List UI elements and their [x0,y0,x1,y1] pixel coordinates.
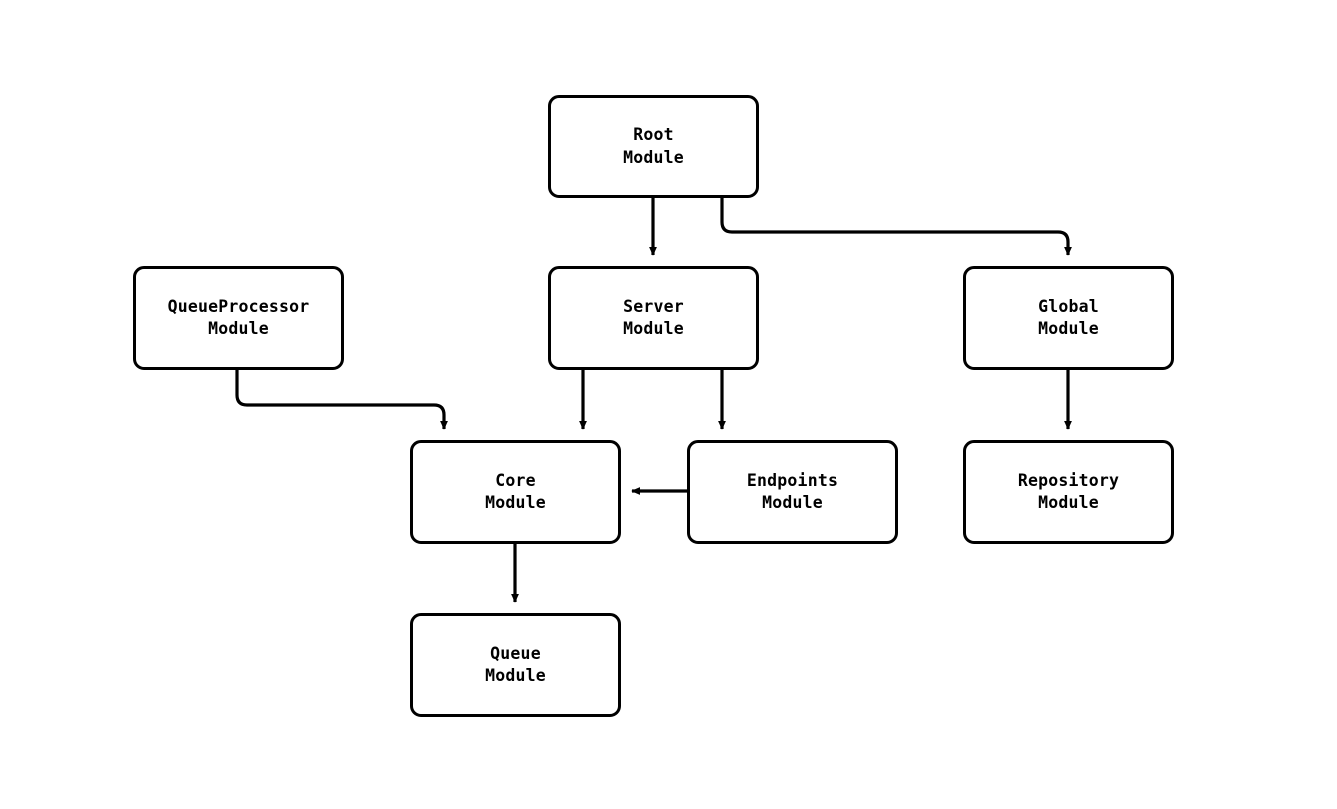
global-module-node[interactable]: Global Module [963,266,1174,370]
endpoints-module-label-line2: Module [762,493,823,512]
edge-queueprocessor-to-core [235,370,448,430]
core-module-label-line1: Core [495,470,536,490]
queue-module-label-line1: Queue [490,643,541,663]
server-module-label-line1: Server [623,296,684,316]
server-module-node[interactable]: Server Module [548,266,759,370]
endpoints-module-node[interactable]: Endpoints Module [687,440,898,544]
core-module-label-line2: Module [485,493,546,512]
root-module-label-line1: Root [633,125,674,145]
repository-module-label-line1: Repository [1017,470,1120,490]
root-module-node[interactable]: Root Module [548,95,759,198]
queue-module-node[interactable]: Queue Module [410,613,621,717]
core-module-node[interactable]: Core Module [410,440,621,544]
root-module-label-line2: Module [623,147,684,167]
repository-module-node[interactable]: Repository Module [963,440,1174,544]
global-module-label-line1: Global [1038,296,1099,316]
server-module-label-line2: Module [623,319,684,338]
queueprocessor-module-label-line1: QueueProcessor [167,296,310,316]
global-module-label-line2: Module [1038,319,1099,338]
queueprocessor-module-node[interactable]: QueueProcessor Module [133,266,344,370]
queueprocessor-module-label-line2: Module [208,319,269,338]
endpoints-module-label-line1: Endpoints [746,470,839,490]
edge-root-to-global [720,198,1072,256]
queue-module-label-line2: Module [485,666,546,685]
repository-module-label-line2: Module [1038,493,1099,512]
